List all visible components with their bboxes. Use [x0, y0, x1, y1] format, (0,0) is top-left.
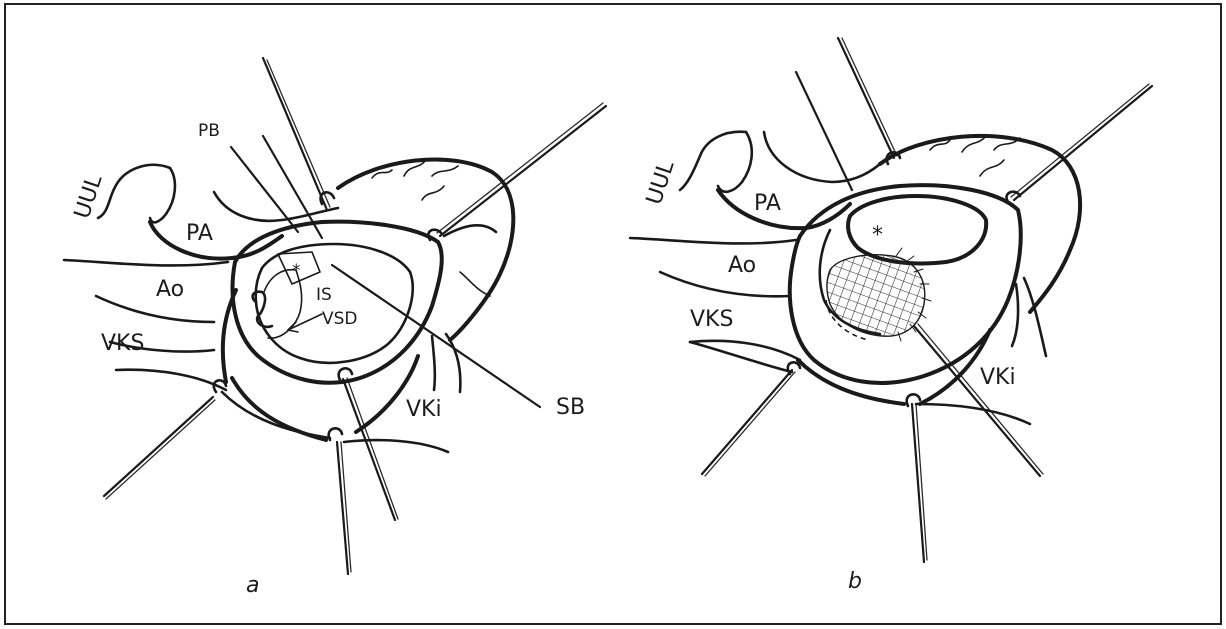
panel-b-label-pa: PA [754, 191, 781, 216]
panel-a-label-is: IS [316, 285, 332, 305]
figure-frame [5, 4, 1221, 624]
panel-a-label-star: * [292, 261, 301, 281]
panel-a: UUL PB PA Ao VKS * IS VSD VKi SB a [64, 58, 606, 598]
panel-b-caption: b [848, 569, 862, 594]
panel-b-label-ao: Ao [728, 253, 756, 278]
panel-a-label-pa: PA [186, 221, 213, 246]
panel-a-label-pb: PB [198, 121, 220, 141]
panel-b-label-star: * [872, 223, 883, 248]
panel-a-label-vks: VKS [101, 331, 144, 356]
panel-b: UUL PA Ao VKS * VKi b [630, 38, 1152, 594]
panel-b-label-uul: UUL [642, 157, 680, 208]
panel-a-label-vsd: VSD [322, 309, 358, 329]
panel-a-label-ao: Ao [156, 277, 184, 302]
panel-b-label-vks: VKS [690, 307, 733, 332]
panel-a-caption: a [246, 573, 259, 598]
panel-a-label-vki: VKi [406, 397, 442, 422]
panel-a-label-sb: SB [556, 395, 585, 420]
panel-b-label-vki: VKi [980, 365, 1016, 390]
